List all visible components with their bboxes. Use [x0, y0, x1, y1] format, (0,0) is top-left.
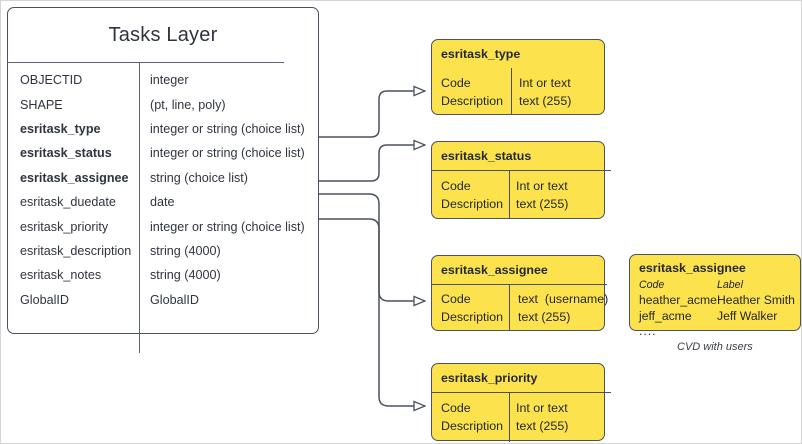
- domain-left-column: Code Description: [441, 76, 503, 108]
- field-type: (pt, line, poly): [150, 97, 226, 112]
- field-type: GlobalID: [150, 292, 199, 307]
- domain-title: esritask_priority: [441, 371, 538, 385]
- field-name: esritask_type: [20, 121, 101, 136]
- field-name: esritask_notes: [20, 268, 102, 283]
- domain-box-esritask-priority[interactable]: esritask_priority Code Description Int o…: [431, 363, 611, 442]
- field-row: OBJECTID integer: [8, 68, 318, 92]
- cvd-sample-box[interactable]: esritask_assignee Code Label heather_acm…: [629, 254, 801, 338]
- domain-column-divider: [509, 170, 510, 219]
- cvd-ellipsis: ....: [639, 324, 657, 339]
- field-row: SHAPE (pt, line, poly): [8, 92, 318, 116]
- cvd-rows: Code Label heather_acme Heather Smith je…: [639, 277, 795, 339]
- connector-assignee: [319, 193, 425, 301]
- field-row: GlobalID GlobalID: [8, 288, 318, 312]
- field-name: esritask_priority: [20, 219, 109, 234]
- domain-right-column: Int or text text (255): [516, 401, 569, 433]
- cvd-header-label: Label: [717, 278, 743, 291]
- field-type: string (choice list): [150, 170, 248, 185]
- domain-left-column: Code Description: [441, 179, 503, 211]
- cvd-code: heather_acme: [639, 293, 717, 308]
- page-title: Tasks Layer: [108, 23, 218, 46]
- domain-title: esritask_type: [441, 47, 521, 61]
- cvd-ellipsis-row: ....: [639, 324, 795, 340]
- connector-priority: [319, 218, 425, 406]
- cvd-header-row: Code Label: [639, 277, 795, 293]
- domain-header-divider: [431, 284, 607, 285]
- field-row: esritask_notes string (4000): [8, 263, 318, 287]
- field-name: esritask_duedate: [20, 195, 116, 210]
- field-type: string (4000): [150, 243, 221, 258]
- cvd-caption: CVD with users: [677, 341, 753, 353]
- domain-column-divider: [509, 284, 510, 331]
- cvd-label: Jeff Walker: [717, 308, 778, 323]
- connector-type: [319, 91, 425, 138]
- domain-left-column: Code Description: [441, 292, 503, 324]
- domain-box-esritask-type[interactable]: esritask_type Code Description Int or te…: [431, 39, 605, 115]
- domain-column-divider: [509, 392, 510, 442]
- field-row: esritask_assignee string (choice list): [8, 166, 318, 190]
- field-type: integer: [150, 73, 189, 88]
- field-type: integer or string (choice list): [150, 219, 305, 234]
- domain-title: esritask_status: [441, 149, 532, 163]
- field-row: esritask_priority integer or string (choi…: [8, 214, 318, 238]
- field-row: esritask_status integer or string (choice…: [8, 141, 318, 165]
- domain-right-column: text (username) text (255): [518, 292, 609, 324]
- field-type: integer or string (choice list): [150, 121, 305, 136]
- field-name: GlobalID: [20, 292, 69, 307]
- field-row: esritask_type integer or string (choice l…: [8, 117, 318, 141]
- domain-right-column: Int or text text (255): [519, 76, 572, 108]
- entity-column-divider: [139, 62, 140, 353]
- field-type: string (4000): [150, 268, 221, 283]
- connector-status: [319, 145, 425, 182]
- field-name: esritask_status: [20, 146, 112, 161]
- domain-column-divider: [511, 68, 512, 115]
- domain-header-divider: [431, 170, 611, 171]
- cvd-row: jeff_acme Jeff Walker: [639, 308, 795, 324]
- domain-title: esritask_assignee: [441, 263, 548, 277]
- cvd-code: jeff_acme: [639, 308, 692, 323]
- cvd-title: esritask_assignee: [639, 261, 746, 275]
- domain-box-esritask-status[interactable]: esritask_status Code Description Int or …: [431, 141, 611, 219]
- cvd-row: heather_acme Heather Smith: [639, 293, 795, 309]
- domain-box-esritask-assignee[interactable]: esritask_assignee Code Description text …: [431, 255, 609, 331]
- field-type: integer or string (choice list): [150, 146, 305, 161]
- field-name: esritask_description: [20, 243, 132, 258]
- field-name: esritask_assignee: [20, 170, 129, 185]
- domain-left-column: Code Description: [441, 401, 503, 433]
- field-type: date: [150, 195, 175, 210]
- domain-header-divider: [431, 392, 611, 393]
- field-row: esritask_duedate date: [8, 190, 318, 214]
- field-name: SHAPE: [20, 97, 63, 112]
- cvd-label: Heather Smith: [717, 293, 795, 308]
- cvd-header-code: Code: [639, 278, 665, 291]
- domain-right-column: Int or text text (255): [516, 179, 569, 211]
- entity-header-divider: [7, 62, 284, 63]
- field-name: OBJECTID: [20, 73, 83, 88]
- field-row: esritask_description string (4000): [8, 239, 318, 263]
